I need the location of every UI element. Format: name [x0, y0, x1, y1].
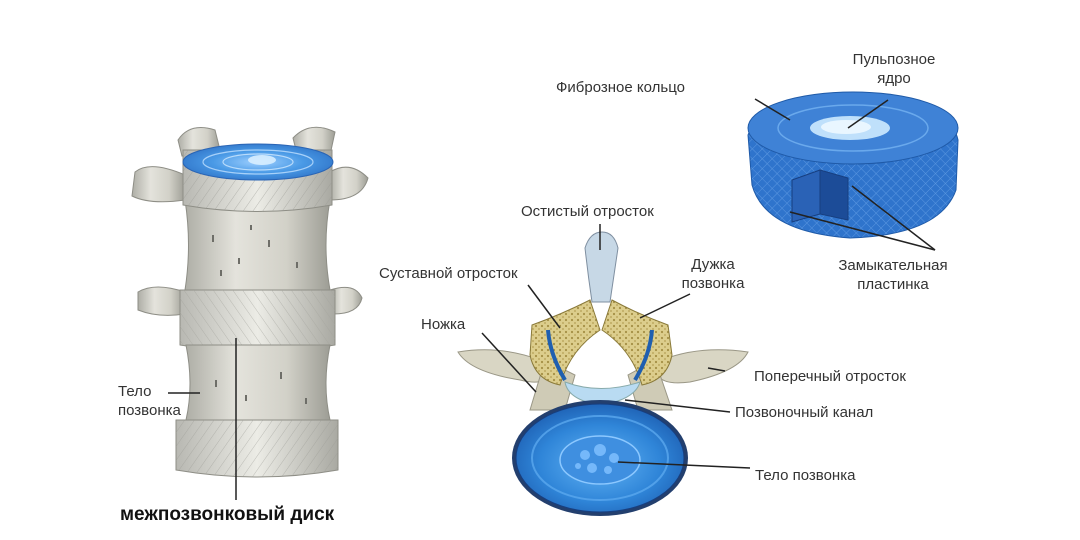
right-leader-lines — [754, 98, 936, 251]
label-vertebral-body-right: Тело позвонка — [755, 467, 856, 484]
label-endplate-line1: Замыкательная — [838, 257, 948, 274]
label-nucleus-line2: ядро — [877, 70, 911, 87]
label-fibrous-ring: Фиброзное кольцо — [556, 79, 685, 96]
spine-segment-illustration — [131, 126, 369, 478]
label-endplate-line2: пластинка — [857, 276, 929, 293]
label-body-left-line1: Тело — [118, 383, 152, 400]
label-nucleus-line1: Пульпозное — [852, 51, 936, 68]
label-spinal-canal: Позвоночный канал — [735, 404, 874, 421]
label-spinous-process: Остистый отросток — [521, 203, 654, 220]
label-intervertebral-disc: межпозвонковый диск — [120, 504, 335, 525]
middle-leader-lines — [481, 224, 751, 469]
label-arch-line2: позвонка — [681, 275, 745, 292]
label-transverse-process: Поперечный отросток — [754, 368, 906, 385]
label-arch-line1: Дужка — [691, 256, 735, 273]
vertebra-top-view-illustration — [457, 231, 749, 516]
label-body-left-line2: позвонка — [118, 402, 181, 419]
label-articular-process: Суставной отросток — [379, 265, 518, 282]
disc-cutaway-illustration — [747, 91, 959, 239]
label-pedicle: Ножка — [421, 316, 466, 333]
